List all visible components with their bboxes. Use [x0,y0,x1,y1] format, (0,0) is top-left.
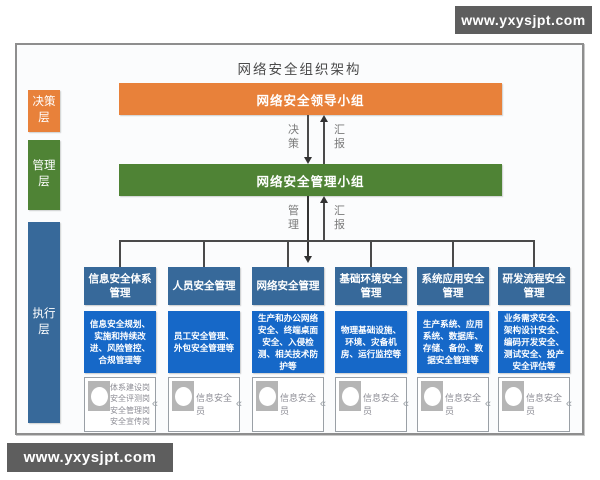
person-icon [339,381,361,411]
layer-label-execution: 执行层 [28,222,60,423]
column-detail: 物理基础设施、环境、灾备机房、运行监控等 [335,311,407,373]
flow-label-report-2: 汇报 [334,205,345,231]
column-title: 系统应用安全管理 [417,267,489,305]
watermark-bottom-left: www.yxysjpt.com [7,443,173,472]
person-head-icon [423,387,441,406]
manage-down-arrow-line [307,196,309,256]
column-title: 基础环境安全管理 [335,267,407,305]
role-labels: 信息安全员 [526,378,569,431]
diagram-title: 网络安全组织架构 [237,62,362,77]
role-box: 体系建设岗安全评测岗安全管理岗安全宣传岗 « [84,377,158,432]
column-title-text: 研发流程安全管理 [502,272,566,299]
column-detail: 生产系统、应用系统、数据库、存储、备份、数据安全管理等 [417,311,489,373]
flow-label-manage: 管理 [288,205,299,231]
flow-label-report-1: 汇报 [334,124,345,150]
column-connector-line [452,240,454,267]
column-detail-text: 业务需求安全、架构设计安全、编码开发安全、测试安全、投产安全评估等 [503,312,565,372]
box-notch-icon: « [319,397,326,410]
role-label: 安全宣传岗 [110,416,150,426]
arrow-up-icon [320,196,328,203]
person-head-icon [174,387,192,406]
role-label: 体系建设岗 [110,382,150,392]
box-notch-icon: « [565,397,572,410]
role-labels: 信息安全员 [363,378,406,431]
flow-label-decision: 决策 [288,124,299,150]
role-labels: 信息安全员 [445,378,488,431]
column-connector-line [119,240,121,267]
column-connector-line [370,240,372,267]
column-title: 人员安全管理 [168,267,240,305]
column-connector-line [533,240,535,267]
column-title-text: 信息安全体系管理 [88,272,152,299]
box-notch-icon: « [151,397,158,410]
person-head-icon [258,387,276,406]
person-icon [421,381,443,411]
person-icon [172,381,194,411]
layer-label-management: 管理层 [28,140,60,210]
watermark-top-right: www.yxysjpt.com [455,6,592,34]
column-title: 网络安全管理 [252,267,324,305]
role-label: 安全管理岗 [110,405,150,415]
role-labels: 体系建设岗安全评测岗安全管理岗安全宣传岗 [110,378,156,431]
box-notch-icon: « [235,397,242,410]
column-detail: 信息安全规划、实施和持续改进、风险管控、合规管理等 [84,311,156,373]
watermark-text: www.yxysjpt.com [461,12,586,28]
org-column: 系统应用安全管理 生产系统、应用系统、数据库、存储、备份、数据安全管理等 信息安… [417,240,491,434]
leader-group-bar: 网络安全领导小组 [119,83,502,115]
box-notch-icon: « [402,397,409,410]
person-head-icon [504,387,522,406]
person-icon [256,381,278,411]
column-title: 信息安全体系管理 [84,267,156,305]
column-detail-text: 信息安全规划、实施和持续改进、风险管控、合规管理等 [89,318,151,366]
role-label: 信息安全员 [445,393,482,416]
column-detail-text: 生产和办公网络安全、终端桌面安全、入侵检测、相关技术防护等 [257,312,319,372]
role-box: 信息安全员 « [335,377,409,432]
column-detail: 业务需求安全、架构设计安全、编码开发安全、测试安全、投产安全评估等 [498,311,570,373]
column-detail-text: 物理基础设施、环境、灾备机房、运行监控等 [340,324,402,360]
org-column: 基础环境安全管理 物理基础设施、环境、灾备机房、运行监控等 信息安全员 « [335,240,409,434]
column-detail-text: 员工安全管理、外包安全管理等 [173,330,235,353]
column-title: 研发流程安全管理 [498,267,570,305]
arrow-down-icon [304,256,312,263]
role-label: 安全评测岗 [110,394,150,404]
org-column: 人员安全管理 员工安全管理、外包安全管理等 信息安全员 « [168,240,242,434]
role-box: 信息安全员 « [252,377,326,432]
column-connector-line [203,240,205,267]
column-title-text: 系统应用安全管理 [421,272,485,299]
decision-down-arrow-line [307,115,309,157]
column-detail: 员工安全管理、外包安全管理等 [168,311,240,373]
person-head-icon [341,387,359,406]
management-group-bar: 网络安全管理小组 [119,164,502,196]
role-label: 信息安全员 [363,393,400,416]
column-connector-line [287,240,289,267]
role-labels: 信息安全员 [196,378,239,431]
role-labels: 信息安全员 [280,378,323,431]
person-icon [502,381,524,411]
org-column: 网络安全管理 生产和办公网络安全、终端桌面安全、入侵检测、相关技术防护等 信息安… [252,240,326,434]
role-label: 信息安全员 [196,393,233,416]
role-box: 信息安全员 « [417,377,491,432]
role-label: 信息安全员 [280,393,317,416]
report-up-arrow-line-2 [323,202,325,240]
arrow-down-icon [304,157,312,164]
column-title-text: 人员安全管理 [172,279,236,292]
report-up-arrow-line [323,121,325,164]
person-head-icon [90,387,108,406]
role-box: 信息安全员 « [168,377,242,432]
diagram-frame: 网络安全组织架构 决策层 管理层 执行层 网络安全领导小组 网络安全管理小组 决… [15,43,584,435]
org-column: 信息安全体系管理 信息安全规划、实施和持续改进、风险管控、合规管理等 体系建设岗… [84,240,158,434]
person-icon [88,381,110,411]
org-column: 研发流程安全管理 业务需求安全、架构设计安全、编码开发安全、测试安全、投产安全评… [498,240,572,434]
box-notch-icon: « [484,397,491,410]
role-box: 信息安全员 « [498,377,572,432]
column-detail: 生产和办公网络安全、终端桌面安全、入侵检测、相关技术防护等 [252,311,324,373]
branch-connector-line [119,240,534,242]
role-label: 信息安全员 [526,393,563,416]
watermark-text: www.yxysjpt.com [23,449,157,466]
layer-label-decision: 决策层 [28,90,60,132]
arrow-up-icon [320,115,328,122]
column-detail-text: 生产系统、应用系统、数据库、存储、备份、数据安全管理等 [422,318,484,366]
column-title-text: 网络安全管理 [256,279,320,292]
column-title-text: 基础环境安全管理 [339,272,403,299]
